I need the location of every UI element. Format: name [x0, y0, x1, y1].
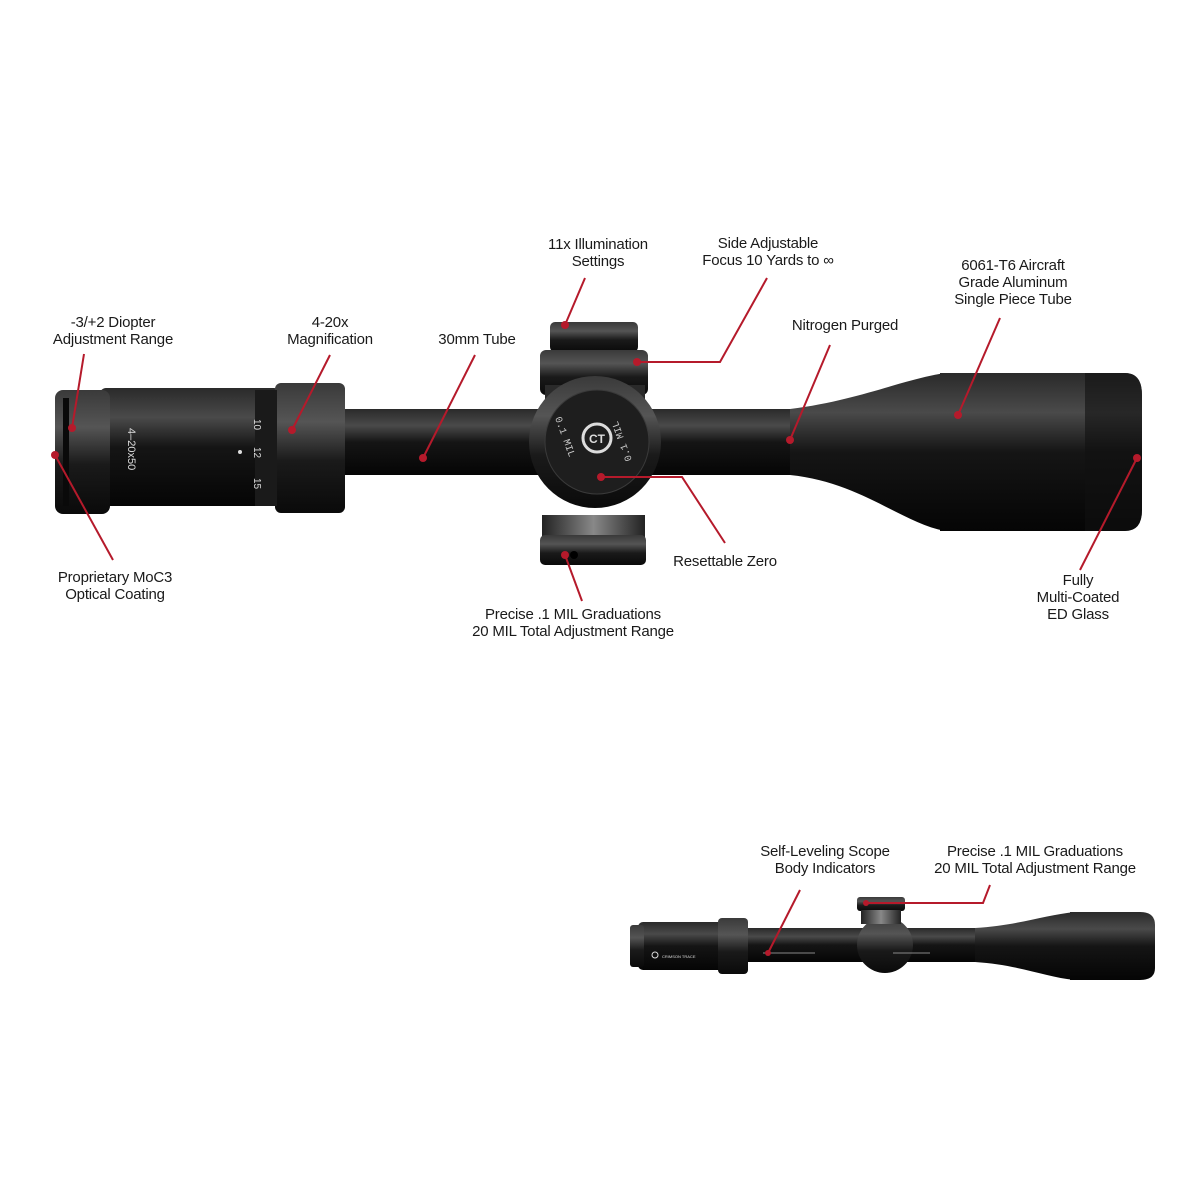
callout-magnification: 4-20x Magnification: [287, 314, 373, 348]
leader-nitrogen: [789, 344, 831, 441]
callout-line: Precise .1 MIL Graduations: [946, 843, 1123, 860]
objective-taper: [790, 373, 945, 531]
callout-nitrogen: Nitrogen Purged: [792, 317, 898, 334]
leader-tube-material: [957, 317, 1001, 416]
callout-line: 6061-T6 Aircraft: [961, 257, 1065, 274]
side-scope: CRIMSON TRACE: [630, 897, 1155, 980]
callout-illumination: 11x Illumination Settings: [548, 236, 648, 270]
ct-logo-text: CT: [589, 432, 606, 446]
leader-coating: [54, 454, 114, 561]
leader-magnification: [291, 354, 331, 431]
main-scope: 4–20x50 10 12 15 CT 0.1 MIL 0.1 MIL: [55, 322, 1142, 565]
callout-line: Magnification: [287, 331, 373, 348]
callout-line: Single Piece Tube: [954, 291, 1072, 308]
mag-number: 10: [251, 419, 262, 431]
callout-tube-size: 30mm Tube: [438, 331, 516, 348]
callout-line: Fully: [1062, 572, 1094, 589]
leader-graduations: [564, 554, 583, 602]
windage-dial: [542, 515, 645, 537]
mag-number: 15: [251, 478, 262, 490]
brand-marking: CRIMSON TRACE: [662, 954, 696, 959]
callout-line: 30mm Tube: [438, 331, 516, 348]
callout-line: 20 MIL Total Adjustment Range: [472, 623, 674, 640]
leader-illumination: [564, 277, 586, 326]
callout-line: ED Glass: [1047, 606, 1109, 623]
callout-line: Nitrogen Purged: [791, 317, 899, 334]
callout-line: Settings: [571, 253, 625, 270]
magnification-ring: [275, 383, 345, 513]
callout-line: 4-20x: [311, 314, 349, 331]
callout-line: Multi-Coated: [1036, 589, 1120, 606]
leader-reset-zero: [601, 476, 726, 544]
callout-line: Body Indicators: [774, 860, 876, 877]
callout-coating: Proprietary MoC3 Optical Coating: [57, 569, 173, 603]
callout-graduations-top: Precise .1 MIL Graduations 20 MIL Total …: [934, 843, 1136, 877]
leader-dots: [51, 321, 1141, 956]
callout-graduations: Precise .1 MIL Graduations 20 MIL Total …: [472, 606, 674, 640]
callout-reset-zero: Resettable Zero: [673, 553, 777, 570]
callout-line: Focus 10 Yards to ∞: [702, 252, 834, 269]
callout-line: Adjustment Range: [52, 331, 174, 348]
leader-tube-size: [422, 354, 476, 459]
callout-side-focus: Side Adjustable Focus 10 Yards to ∞: [702, 235, 834, 269]
callout-diopter: -3/+2 Diopter Adjustment Range: [53, 314, 173, 348]
ocular-body: [100, 388, 280, 506]
leader-diopter: [71, 353, 85, 429]
callout-glass: Fully Multi-Coated ED Glass: [1037, 572, 1120, 623]
callout-line: -3/+2 Diopter: [70, 314, 156, 331]
callout-line: Precise .1 MIL Graduations: [484, 606, 661, 623]
callout-tube-material: 6061-T6 Aircraft Grade Aluminum Single P…: [954, 257, 1072, 308]
leader-glass: [1079, 457, 1138, 571]
callout-line: Grade Aluminum: [958, 274, 1068, 291]
illumination-knob: [550, 322, 638, 352]
windage-knob: [540, 535, 646, 565]
mag-number: 12: [251, 447, 262, 459]
callout-line: Side Adjustable: [717, 235, 819, 252]
leader-side-focus: [637, 277, 768, 363]
callout-line: 20 MIL Total Adjustment Range: [934, 860, 1136, 877]
callout-line: Self-Leveling Scope: [760, 843, 890, 860]
callout-line: 11x Illumination: [548, 236, 648, 253]
callout-line: Optical Coating: [65, 586, 165, 603]
callout-line: Resettable Zero: [673, 553, 777, 570]
callout-self-leveling: Self-Leveling Scope Body Indicators: [760, 843, 890, 877]
ct-logo: [581, 422, 613, 454]
model-marking: 4–20x50: [125, 428, 137, 470]
leader-lines: [54, 277, 1138, 954]
leader-graduations-top: [866, 884, 991, 904]
leader-self-leveling: [767, 889, 801, 954]
callout-line: Proprietary MoC3: [57, 569, 173, 586]
